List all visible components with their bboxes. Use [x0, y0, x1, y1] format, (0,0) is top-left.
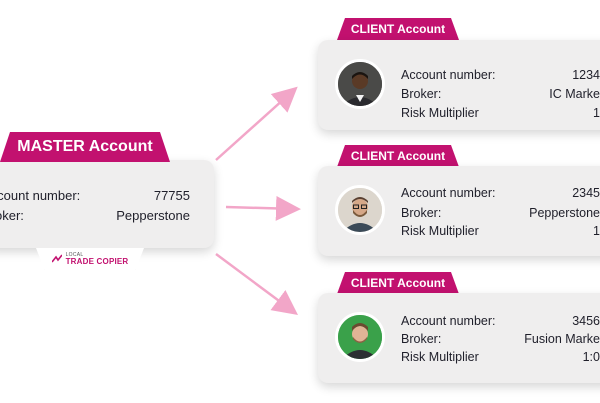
client-3-broker-value: Fusion Marke: [524, 332, 600, 346]
client-1-account-number-label: Account number:: [401, 68, 496, 82]
logo-mark-icon: [51, 254, 62, 263]
master-broker-label: Broker:: [0, 208, 24, 223]
client-account-2-title: CLIENT Account: [337, 145, 459, 167]
trade-copier-logo: LOCAL TRADE COPIER: [36, 248, 144, 270]
master-broker-row: Broker: Pepperstone: [0, 208, 190, 223]
client-1-broker-label: Broker:: [401, 87, 442, 101]
person-dark-suit-avatar: [335, 59, 385, 109]
client-account-3-card: Account number: 3456 Broker: Fusion Mark…: [318, 293, 600, 383]
master-account-number-label: Account number:: [0, 188, 81, 203]
client-1-account-number-value: 1234: [572, 68, 600, 82]
client-1-risk-multiplier-label: Risk Multiplier: [401, 106, 479, 120]
master-account-card: Account number: 77755 Broker: Pepperston…: [0, 160, 214, 248]
master-account-number-value: 77755: [153, 188, 190, 203]
client-3-risk-multiplier-value: 1:0: [582, 350, 600, 364]
logo-small-text: LOCAL: [65, 251, 84, 258]
client-account-1-title: CLIENT Account: [337, 18, 459, 40]
client-account-1-card: Account number: 1234 Broker: IC Marke Ri…: [318, 40, 600, 130]
client-3-account-number-value: 3456: [572, 314, 600, 328]
client-3-risk-multiplier-label: Risk Multiplier: [401, 350, 479, 364]
client-2-risk-multiplier-label: Risk Multiplier: [401, 224, 479, 238]
client-2-account-number-label: Account number:: [401, 186, 496, 200]
master-broker-value: Pepperstone: [116, 208, 190, 223]
client-1-broker-value: IC Marke: [549, 87, 600, 101]
client-account-3-title: CLIENT Account: [337, 272, 459, 294]
client-2-risk-multiplier-value: 1: [593, 224, 600, 238]
client-2-account-number-value: 2345: [572, 186, 600, 200]
logo-main-text: TRADE COPIER: [65, 256, 129, 266]
arrow-to-client-3: [215, 252, 299, 315]
client-2-broker-label: Broker:: [401, 206, 442, 220]
client-account-2-card: Account number: 2345 Broker: Pepperstone…: [318, 166, 600, 256]
arrow-to-client-1: [215, 86, 298, 161]
client-3-account-number-label: Account number:: [401, 314, 496, 328]
client-3-broker-label: Broker:: [401, 332, 442, 346]
client-1-risk-multiplier-value: 1: [593, 106, 600, 120]
client-2-broker-value: Pepperstone: [529, 206, 600, 220]
master-account-number-row: Account number: 77755: [0, 188, 190, 203]
person-glasses-avatar: [335, 185, 385, 235]
person-green-background-avatar: [335, 312, 385, 362]
arrow-to-client-2: [225, 195, 301, 221]
master-account-title: MASTER Account: [0, 132, 170, 162]
